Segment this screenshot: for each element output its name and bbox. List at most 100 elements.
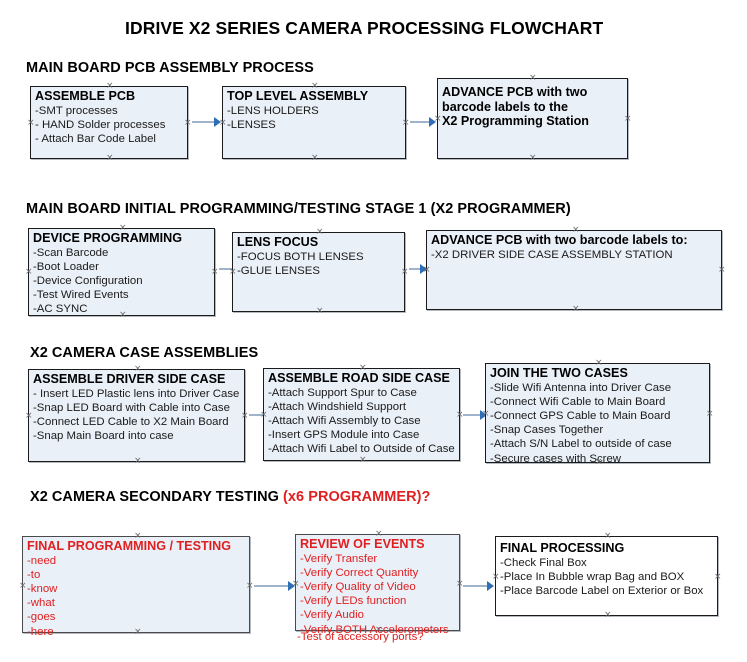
box-title: DEVICE PROGRAMMING [33,231,183,245]
resize-handle-left[interactable] [229,269,236,276]
resize-handle-top[interactable] [106,83,113,90]
box-line: -Verify LEDs function [300,595,407,608]
resize-handle-bottom[interactable] [529,155,536,162]
box-title: ASSEMBLE PCB [35,89,136,103]
arrow-head-icon [214,117,221,127]
process-box-final-programming-testing[interactable]: FINAL PROGRAMMING / TESTING -need -to -k… [19,533,253,638]
resize-handle-bottom[interactable] [359,457,366,464]
box-line: -Place In Bubble wrap Bag and BOX [500,570,685,583]
box-line: -Connect Wifi Cable to Main Board [490,395,666,408]
resize-handle-right[interactable] [456,581,463,588]
resize-handle-top[interactable] [119,225,126,232]
resize-handle-top[interactable] [529,75,536,82]
box-title: REVIEW OF EVENTS [300,537,425,551]
process-box-lens-focus[interactable]: LENS FOCUS -FOCUS BOTH LENSES -GLUE LENS… [232,232,405,312]
resize-handle-right[interactable] [211,269,218,276]
box-line: -Connect GPS Cable to Main Board [490,409,671,422]
resize-handle-top[interactable] [359,365,366,372]
box-line: -to [27,568,41,581]
resize-handle-left[interactable] [25,413,32,420]
box-line: -LENS HOLDERS [227,104,319,117]
resize-handle-left[interactable] [19,583,26,590]
arrow-head-icon [429,117,436,127]
box-title: FINAL PROCESSING [500,541,625,555]
box-line: -Insert GPS Module into Case [268,429,420,442]
resize-handle-top[interactable] [134,366,141,373]
box-line: -Snap Cases Together [490,424,604,437]
box-line: -need [27,554,57,567]
box-line: -FOCUS BOTH LENSES [237,250,364,263]
process-box-advance-pcb-x2-programming-station[interactable]: ADVANCE PCB with two barcode labels to t… [437,78,628,159]
process-box-review-of-events[interactable]: REVIEW OF EVENTS -Verify Transfer -Verif… [292,531,463,636]
process-box-join-the-two-cases[interactable]: JOIN THE TWO CASES -Slide Wifi Antenna i… [482,360,713,466]
process-box-assemble-road-side-case[interactable]: ASSEMBLE ROAD SIDE CASE -Attach Support … [263,368,460,461]
box-line: -Slide Wifi Antenna into Driver Case [490,381,672,394]
box-line: -GLUE LENSES [237,264,320,277]
resize-handle-top[interactable] [572,227,579,234]
resize-handle-right[interactable] [402,120,409,127]
resize-handle-top[interactable] [311,83,318,90]
resize-handle-left[interactable] [25,269,32,276]
resize-handle-left[interactable] [434,116,441,123]
resize-handle-top[interactable] [604,533,611,540]
resize-handle-left[interactable] [219,120,226,127]
resize-handle-right[interactable] [184,120,191,127]
section-heading-text: X2 CAMERA SECONDARY TESTING [30,489,284,505]
resize-handle-bottom[interactable] [572,306,579,313]
box-line: -Test Wired Events [33,289,129,302]
resize-handle-bottom[interactable] [311,155,318,162]
resize-handle-bottom[interactable] [595,459,602,466]
process-box-device-programming[interactable]: DEVICE PROGRAMMING -Scan Barcode -Boot L… [28,228,215,316]
resize-handle-right[interactable] [624,116,631,123]
resize-handle-bottom[interactable] [134,458,141,465]
box-title: FINAL PROGRAMMING / TESTING [27,539,232,553]
resize-handle-left[interactable] [27,120,34,127]
connector-final-programming-to-review-of-events [254,585,292,587]
connector-driver-case-to-road-case [249,414,269,416]
resize-handle-right[interactable] [714,574,721,581]
resize-handle-right[interactable] [706,411,713,418]
resize-handle-top[interactable] [375,531,382,538]
box-line: -Scan Barcode [33,246,109,259]
connector-road-case-to-join-cases [463,414,485,416]
resize-handle-right[interactable] [246,583,253,590]
box-line: -LENSES [227,118,276,131]
process-box-advance-pcb-driver-side-case[interactable]: ADVANCE PCB with two barcode labels to: … [426,230,722,310]
section-heading-x2-camera-case-assemblies: X2 CAMERA CASE ASSEMBLIES [30,345,259,361]
section-heading-main-board-initial-programming: MAIN BOARD INITIAL PROGRAMMING/TESTING S… [26,201,571,217]
resize-handle-right[interactable] [241,413,248,420]
box-line: -know [27,582,58,595]
resize-handle-top[interactable] [134,533,141,540]
box-line: - HAND Solder processes [35,118,166,131]
resize-handle-bottom[interactable] [119,312,126,319]
box-line: - Attach Bar Code Label [35,132,156,145]
box-line: -Verify Correct Quantity [300,566,419,579]
resize-handle-left[interactable] [260,412,267,419]
box-title: ADVANCE PCB with two barcode labels to: [431,233,688,247]
process-box-assemble-driver-side-case[interactable]: ASSEMBLE DRIVER SIDE CASE - Insert LED P… [28,369,245,462]
process-box-final-processing[interactable]: FINAL PROCESSING -Check Final Box -Place… [495,536,718,616]
resize-handle-left[interactable] [492,574,499,581]
resize-handle-right[interactable] [718,267,725,274]
resize-handle-left[interactable] [292,581,299,588]
resize-handle-bottom[interactable] [604,612,611,619]
resize-handle-left[interactable] [423,267,430,274]
process-box-top-level-assembly[interactable]: TOP LEVEL ASSEMBLY -LENS HOLDERS -LENSES [222,86,406,159]
section-heading-accent: (x6 PROGRAMMER)? [283,489,431,505]
resize-handle-bottom[interactable] [316,308,323,315]
resize-handle-top[interactable] [316,229,323,236]
box-line: -Place Barcode Label on Exterior or Box [500,584,704,597]
resize-handle-bottom[interactable] [134,629,141,636]
box-line: -Verify Quality of Video [300,580,416,593]
box-title: TOP LEVEL ASSEMBLY [227,89,369,103]
resize-handle-right[interactable] [456,412,463,419]
box-line: -AC SYNC [33,303,88,316]
resize-handle-left[interactable] [482,411,489,418]
review-of-events-overflow-line: -Test of accessory ports? [297,631,424,643]
resize-handle-top[interactable] [595,360,602,367]
box-line: -Snap Main Board into case [33,430,174,443]
resize-handle-right[interactable] [401,269,408,276]
resize-handle-bottom[interactable] [106,155,113,162]
box-line: -Connect LED Cable to X2 Main Board [33,415,229,428]
process-box-assemble-pcb[interactable]: ASSEMBLE PCB -SMT processes - HAND Solde… [30,86,188,159]
